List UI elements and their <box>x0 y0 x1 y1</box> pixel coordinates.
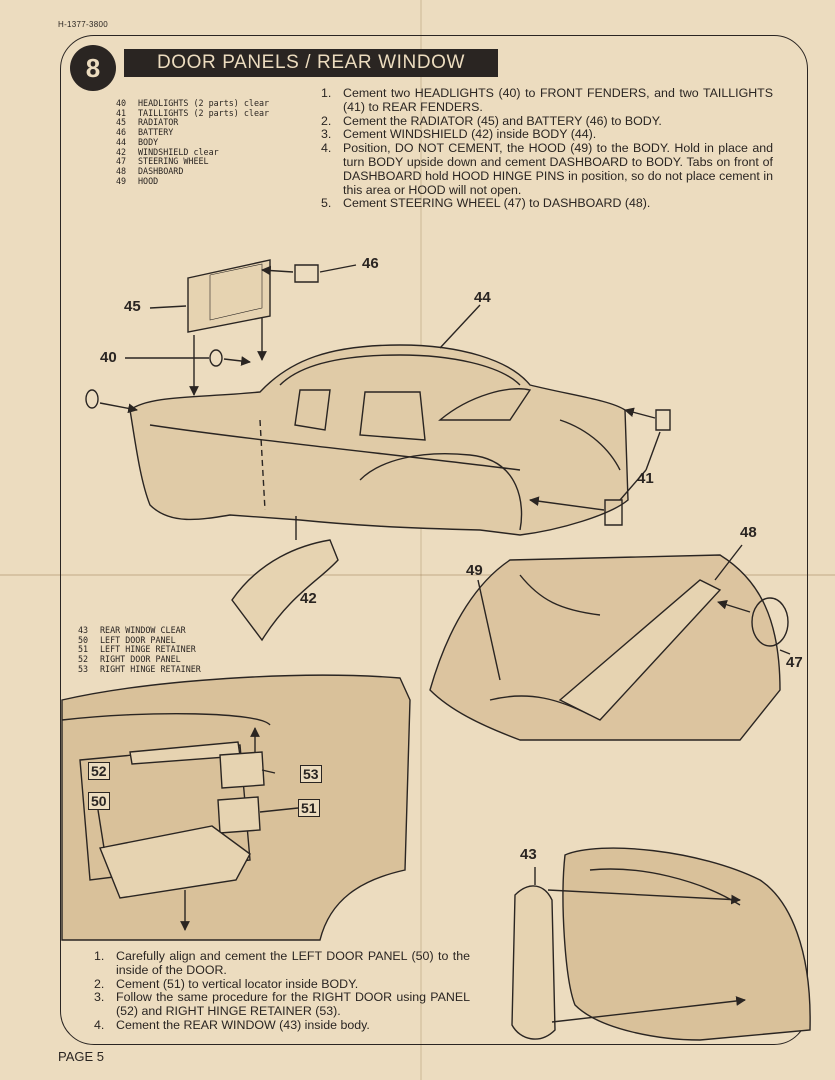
instruction-item: 1.Cement two HEADLIGHTS (40) to FRONT FE… <box>321 86 773 114</box>
instruction-item: 4.Position, DO NOT CEMENT, the HOOD (49)… <box>321 141 773 197</box>
callout-47: 47 <box>786 654 803 671</box>
left-hinge-retainer-part <box>217 796 261 834</box>
callout-50: 50 <box>88 792 110 810</box>
windshield-part <box>231 539 339 642</box>
battery-part <box>294 264 319 283</box>
callout-48: 48 <box>740 524 757 541</box>
callout-53: 53 <box>300 765 322 783</box>
callout-45: 45 <box>124 298 141 315</box>
callout-40: 40 <box>100 349 117 366</box>
callout-42: 42 <box>300 590 317 607</box>
steering-wheel-part <box>751 597 789 647</box>
instructions-top: 1.Cement two HEADLIGHTS (40) to FRONT FE… <box>321 86 773 211</box>
rear-body-drawing <box>562 847 811 1041</box>
instruction-item: 3.Follow the same procedure for the RIGH… <box>94 990 470 1019</box>
step-title: DOOR PANELS / REAR WINDOW <box>124 49 498 77</box>
instruction-item: 5.Cement STEERING WHEEL (47) to DASHBOAR… <box>321 196 651 211</box>
instruction-item: 1.Carefully align and cement the LEFT DO… <box>94 949 470 977</box>
callout-43: 43 <box>520 846 537 863</box>
radiator-part <box>187 259 271 333</box>
instruction-item: 3.Cement WINDSHIELD (42) inside BODY (44… <box>321 127 597 142</box>
rear-window-part <box>511 885 556 1040</box>
instruction-item: 2.Cement the RADIATOR (45) and BATTERY (… <box>321 113 662 128</box>
callout-49: 49 <box>466 562 483 579</box>
instruction-item: 4.Cement the REAR WINDOW (43) inside bod… <box>94 1017 370 1032</box>
callout-51: 51 <box>298 799 320 817</box>
left-door-panel-part <box>99 825 251 899</box>
instruction-item: 2.Cement (51) to vertical locator inside… <box>94 976 359 991</box>
taillight-lower-part <box>604 499 623 526</box>
instructions-bottom: 1.Carefully align and cement the LEFT DO… <box>94 949 470 1033</box>
dashboard-part <box>558 579 722 721</box>
callout-44: 44 <box>474 289 491 306</box>
page-number: PAGE 5 <box>58 1049 105 1064</box>
car-body-drawing <box>129 344 629 536</box>
callout-52: 52 <box>88 762 110 780</box>
right-hinge-retainer-part <box>219 751 265 789</box>
step-number-badge: 8 <box>70 45 116 91</box>
headlight-right-part <box>209 349 223 367</box>
page-frame <box>60 35 808 1045</box>
callout-41: 41 <box>637 470 654 487</box>
document-code: H-1377-3800 <box>58 20 108 29</box>
headlight-left-part <box>85 389 99 409</box>
taillight-upper-part <box>655 409 671 431</box>
callout-46: 46 <box>362 255 379 272</box>
